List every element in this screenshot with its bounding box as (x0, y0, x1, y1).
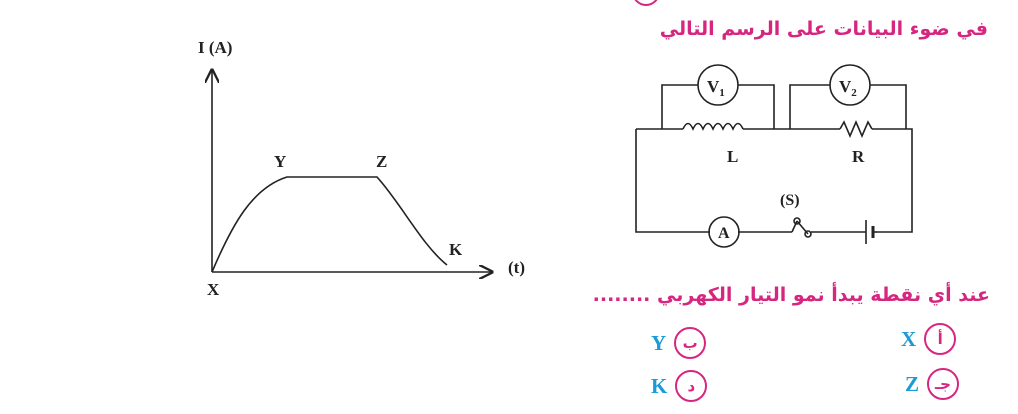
circuit-diagram: V1 V2 L R (S) A (635, 64, 913, 248)
circuit-left-wire (635, 129, 710, 233)
voltmeter-2-circle (829, 64, 871, 106)
option-a[interactable]: X أ (901, 323, 957, 355)
voltmeter-1-label: V1 (707, 77, 725, 99)
inductor-coil (682, 122, 744, 131)
option-a-badge: أ (924, 323, 957, 355)
voltmeter-2-wire (789, 84, 907, 129)
voltmeter-1-circle (697, 64, 739, 106)
option-c-badge: جـ (927, 368, 960, 400)
option-c-value: Z (905, 371, 920, 396)
switch-label: (S) (780, 192, 800, 209)
option-d-value: K (651, 373, 668, 398)
switch-blade (791, 220, 798, 233)
ammeter-label: A (718, 225, 730, 242)
switch-arm (796, 220, 809, 235)
ammeter-circle (708, 216, 740, 248)
resistor-zigzag (839, 119, 873, 139)
current-curve (211, 176, 448, 273)
point-x-label: X (207, 280, 220, 299)
top-badge-fragment (632, 0, 660, 6)
x-axis-label: (t) (508, 258, 525, 277)
option-b[interactable]: Y ب (651, 327, 707, 359)
inductor-label: L (727, 147, 738, 166)
option-b-value: Y (651, 330, 667, 355)
point-y-label: Y (274, 152, 287, 171)
voltmeter-2-label: V2 (839, 77, 857, 99)
y-axis-label: I (A) (198, 38, 233, 57)
option-d[interactable]: K د (651, 370, 708, 402)
graph-svg (0, 0, 560, 330)
circuit-heading: في ضوء البيانات على الرسم التالي (659, 18, 988, 40)
point-z-label: Z (376, 152, 388, 171)
option-b-badge: ب (674, 327, 707, 359)
option-c[interactable]: Z جـ (905, 368, 960, 400)
resistor-label: R (852, 147, 865, 166)
circuit-right-wire (872, 128, 913, 233)
option-d-badge: د (675, 370, 708, 402)
question-text: عند أي نقطة يبدأ نمو التيار الكهربي ....… (592, 284, 990, 306)
voltmeter-1-wire (661, 84, 775, 129)
point-k-label: K (449, 240, 463, 259)
option-a-value: X (901, 326, 917, 351)
